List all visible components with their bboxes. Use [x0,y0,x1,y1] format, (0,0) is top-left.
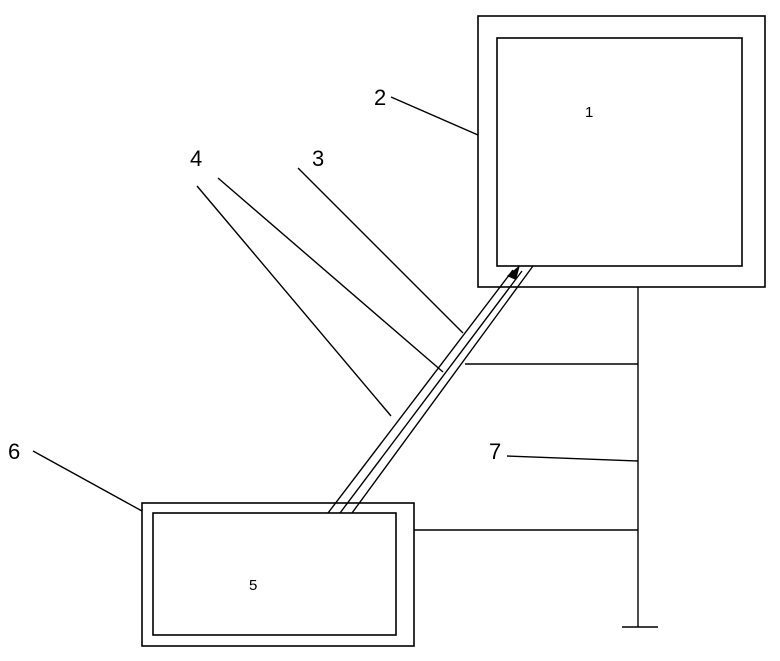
leader-line-4b [197,186,391,416]
inner-box-bottom [153,513,396,635]
label-inner-bottom: 5 [249,577,257,594]
label-outer-bottom: 6 [8,439,20,464]
leader-line-6 [33,451,142,511]
label-inner-top: 1 [585,104,593,121]
diagonal-tube [328,265,533,513]
leader-line-2 [391,97,478,135]
leader-line-7 [507,456,638,461]
label-tube-outer: 3 [312,146,324,171]
label-outer-top: 2 [374,85,386,110]
leader-line-3 [298,168,463,333]
label-tube-inner: 4 [190,146,202,171]
inner-box-top [497,38,742,266]
leader-line-4a [218,178,443,372]
label-stand: 7 [489,439,501,464]
